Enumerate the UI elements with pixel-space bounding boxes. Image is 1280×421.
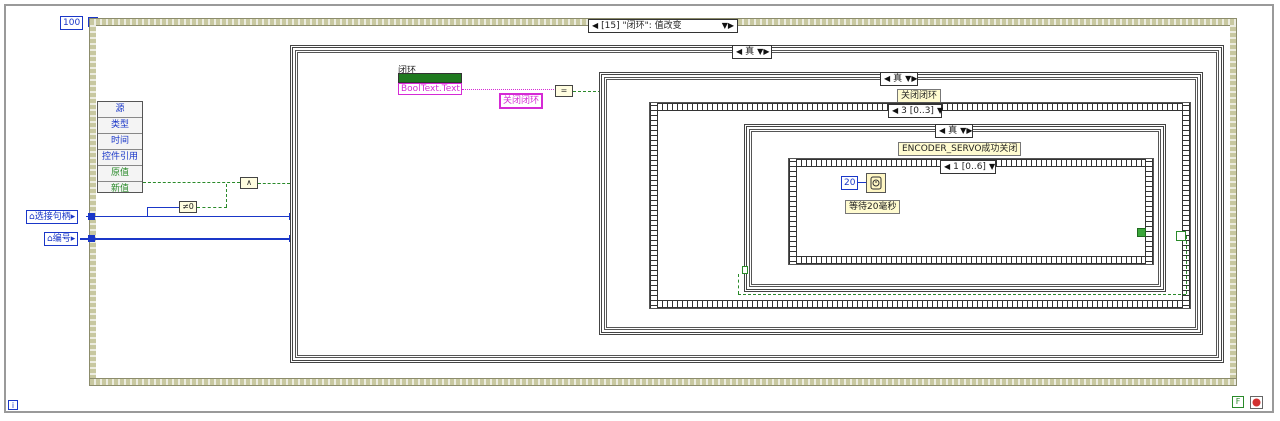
wire-branch [147,207,148,217]
wire-bool-right [1186,236,1187,294]
wait-constant[interactable]: 20 [841,176,859,190]
while-loop-frame [4,4,1274,413]
clock-icon [870,176,882,190]
shift-register-right [1176,231,1186,241]
stop-condition-icon[interactable] [1250,396,1263,409]
wire-compare-up [226,184,227,207]
wire-bool-bottom [738,294,1186,295]
connect-handle-terminal[interactable]: ⌂选接句柄▸ [26,210,79,224]
prev-arrow-icon[interactable]: ◀ [892,106,899,115]
event-field-newval[interactable]: 新值 [110,184,129,194]
event-field-time[interactable]: 时间 [98,134,142,150]
dropdown-arrow-icon[interactable]: ▼ [936,106,944,115]
wire-branch-h [147,207,180,208]
prev-arrow-icon[interactable]: ◀ [944,162,951,171]
event-case-selector[interactable]: ◀ [15] "闭环": 值改变 ▼▶ [588,19,738,33]
stacked-sequence-inner [788,158,1154,265]
sequence-selector[interactable]: ◀ 3 [0..3] ▼ [888,104,944,118]
wire-string-prop [462,89,560,90]
event-field-oldval[interactable]: 原值 [98,166,142,182]
equal-node[interactable]: = [555,85,573,97]
inner-case2-selector[interactable]: ◀ 真 ▼▶ [935,124,973,138]
wire-wait [857,182,867,183]
bool-tunnel [1137,228,1146,237]
prev-arrow-icon[interactable]: ◀ [592,21,599,30]
tunnel-2 [88,235,95,242]
comment-encoder-servo: ENCODER_SERVO成功关闭 [898,142,1022,156]
prev-arrow-icon[interactable]: ◀ [736,47,743,56]
event-data-node[interactable]: 源 类型 时间 控件引用 原值 新值 [97,101,143,194]
dropdown-arrow-icon[interactable]: ▼ [988,162,996,171]
index-terminal[interactable]: ⌂编号▸ [44,232,79,246]
dropdown-arrow-icon[interactable]: ▼▶ [721,21,734,30]
event-field-source[interactable]: 源 [98,102,142,118]
dropdown-arrow-icon[interactable]: ▼▶ [905,74,918,83]
wire-newval [143,182,240,183]
and-node[interactable]: ∧ [240,177,258,189]
property-node-label: 闭环 [398,66,417,76]
bool-tunnel-left [742,266,748,274]
comment-wait-20ms: 等待20毫秒 [845,200,901,214]
dropdown-arrow-icon[interactable]: ▼▶ [757,47,770,56]
home-icon: ⌂ [47,234,53,244]
outer-case-selector[interactable]: ◀ 真 ▼▶ [732,45,772,59]
compare-node[interactable]: ≠0 [179,201,197,213]
wire-bool-left [738,274,739,294]
string-constant[interactable]: 关闭闭环 [499,93,544,109]
property-node-header[interactable] [398,73,462,83]
wire-equal-out [573,91,601,92]
false-constant[interactable]: F [1232,396,1244,408]
property-node-property[interactable]: BoolText.Text [398,83,462,95]
comment-close-loop: 关闭闭环 [897,89,942,103]
wire-compare-out [197,207,227,208]
wait-ms-node[interactable] [866,173,886,193]
wire-and-out [258,183,290,184]
inner-sequence-selector[interactable]: ◀ 1 [0..6] ▼ [940,160,996,174]
tunnel-1 [88,213,95,220]
prev-arrow-icon[interactable]: ◀ [884,74,891,83]
prev-arrow-icon[interactable]: ◀ [939,126,946,135]
event-field-type[interactable]: 类型 [98,118,142,134]
loop-count-constant[interactable]: 100 [60,16,84,30]
iteration-terminal-icon: i [8,400,18,410]
dropdown-arrow-icon[interactable]: ▼▶ [960,126,973,135]
home-icon: ⌂ [29,212,35,222]
inner-case-selector[interactable]: ◀ 真 ▼▶ [880,72,918,86]
event-selector-text: [15] "闭环": 值改变 [601,21,682,31]
event-field-ctlref[interactable]: 控件引用 [98,150,142,166]
